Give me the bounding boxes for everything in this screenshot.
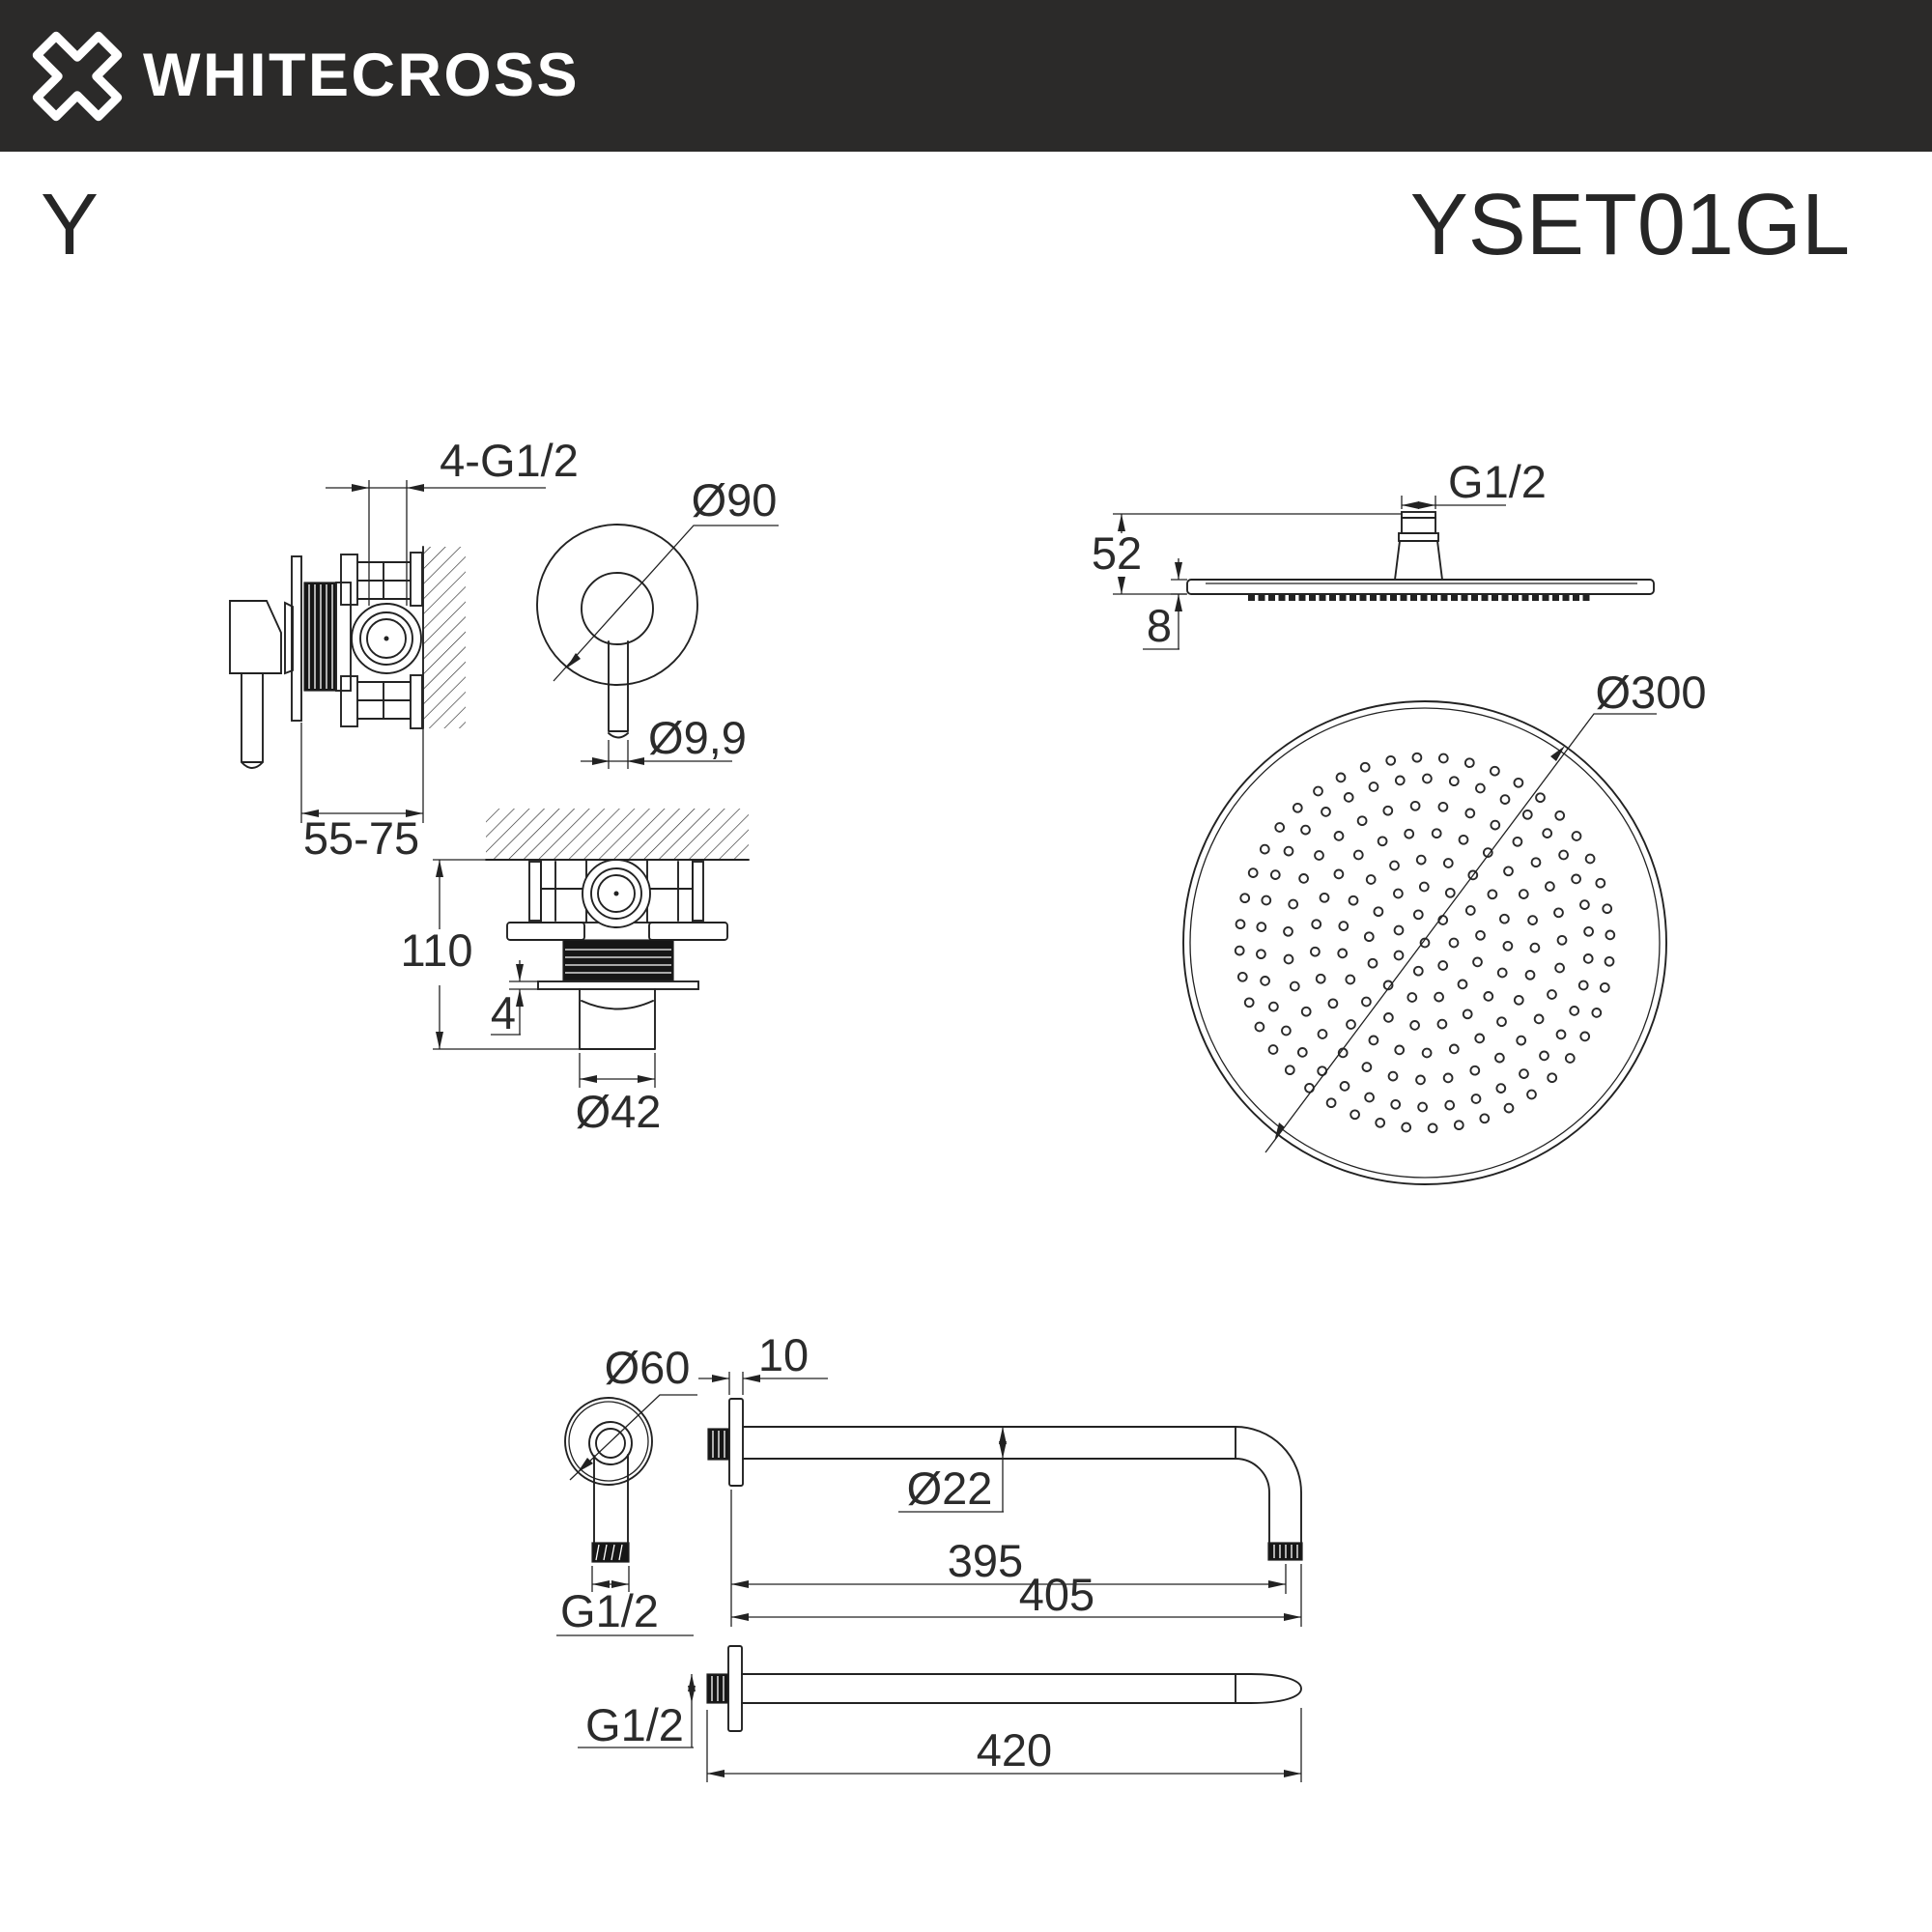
- dim-trim-label: Ø90: [692, 474, 778, 526]
- dim-height-label: 110: [401, 924, 473, 976]
- dim-elbow-thread-label: G1/2: [560, 1585, 659, 1636]
- mixer-valve-side-view: 4-G1/2 55-75: [229, 435, 579, 864]
- shower-head-side-view: G1/2 52 8: [1092, 456, 1655, 651]
- dim-ports-label: 4-G1/2: [440, 435, 579, 486]
- shower-arm-bent-view: 10 Ø22 395 405: [698, 1329, 1303, 1627]
- dim-straight-length: 420: [706, 1708, 1302, 1782]
- dim-straight-thread-label: G1/2: [585, 1699, 684, 1750]
- dim-head-thickness-label: 8: [1147, 600, 1172, 651]
- dim-head-thread-label: G1/2: [1448, 456, 1547, 507]
- shower-arm-straight-view: G1/2 420: [578, 1645, 1302, 1782]
- mixer-valve-section-view: 110 4 Ø42: [401, 809, 750, 1137]
- wall-hatch: [423, 547, 466, 728]
- mixer-handle-lever: [229, 600, 282, 674]
- dim-trim: Ø90: [553, 474, 779, 682]
- dim-plate: 4: [491, 960, 538, 1038]
- arm-flange: [728, 1398, 744, 1487]
- brand-label: WHITECROSS: [143, 42, 581, 109]
- head-plate: [1186, 579, 1655, 595]
- dim-elbow-flange: Ø60: [569, 1342, 697, 1481]
- dim-handle: Ø9,9: [581, 712, 747, 769]
- dim-head-diameter: Ø300: [1264, 667, 1707, 1153]
- dim-depth: 55-75: [300, 723, 424, 864]
- trim-plate-edge: [537, 980, 699, 990]
- dim-straight-length-label: 420: [977, 1724, 1052, 1776]
- dim-tube-diameter: Ø22: [898, 1427, 1007, 1514]
- dim-height: 110: [401, 859, 580, 1050]
- arm-tube: [742, 1426, 1236, 1460]
- dim-spout: Ø42: [576, 1053, 662, 1137]
- dim-ports: 4-G1/2: [326, 435, 579, 606]
- dim-flange-depth: 10: [698, 1329, 828, 1395]
- dim-length-to-drop-label: 395: [948, 1535, 1023, 1586]
- dim-spout-label: Ø42: [576, 1086, 662, 1137]
- handle-rod: [608, 640, 629, 739]
- dim-length-overall-label: 405: [1019, 1569, 1094, 1620]
- dim-length-overall: 405: [730, 1490, 1302, 1627]
- whitecross-logo-icon: [32, 31, 123, 121]
- mixer-handle-grip: [241, 672, 264, 769]
- dim-flange-depth-label: 10: [758, 1329, 809, 1380]
- dim-length-to-drop: 395: [731, 1535, 1287, 1594]
- series-title: Y: [41, 177, 99, 273]
- dim-head-height: 52: [1092, 513, 1402, 595]
- dim-head-height-label: 52: [1092, 527, 1142, 579]
- dim-elbow-flange-label: Ø60: [605, 1342, 691, 1393]
- straight-arm-tube: [741, 1673, 1252, 1704]
- shower-head-front-view: Ø300: [1182, 667, 1707, 1185]
- dim-plate-label: 4: [491, 987, 516, 1038]
- threaded-collar-section: [562, 939, 674, 981]
- brand-header: WHITECROSS: [0, 0, 1932, 152]
- ceiling-hatch: [486, 809, 749, 860]
- dim-head-thickness: 8: [1143, 558, 1187, 651]
- elbow-tube: [593, 1454, 629, 1544]
- dim-depth-label: 55-75: [303, 812, 419, 864]
- head-rim-inner: [1189, 707, 1661, 1179]
- dim-handle-label: Ø9,9: [648, 712, 747, 763]
- trim-ring: [536, 524, 698, 686]
- dim-straight-thread: G1/2: [578, 1674, 696, 1750]
- dim-elbow-thread: G1/2: [556, 1566, 694, 1636]
- wall-elbow-view: Ø60 G1/2: [556, 1342, 697, 1636]
- straight-arm-flange: [727, 1645, 743, 1732]
- dim-head-thread: G1/2: [1401, 456, 1547, 509]
- mixer-valve-front-view: Ø90 Ø9,9: [536, 474, 779, 769]
- nozzle-dot-field: [1234, 752, 1616, 1134]
- title-bar: Y YSET01GL: [41, 182, 1850, 269]
- dim-head-diameter-label: Ø300: [1596, 667, 1707, 718]
- head-rim-outer: [1182, 700, 1667, 1185]
- dim-tube-diameter-label: Ø22: [907, 1463, 993, 1514]
- spout-sleeve: [579, 988, 656, 1050]
- model-title: YSET01GL: [1409, 177, 1850, 273]
- escutcheon-plate: [291, 555, 302, 722]
